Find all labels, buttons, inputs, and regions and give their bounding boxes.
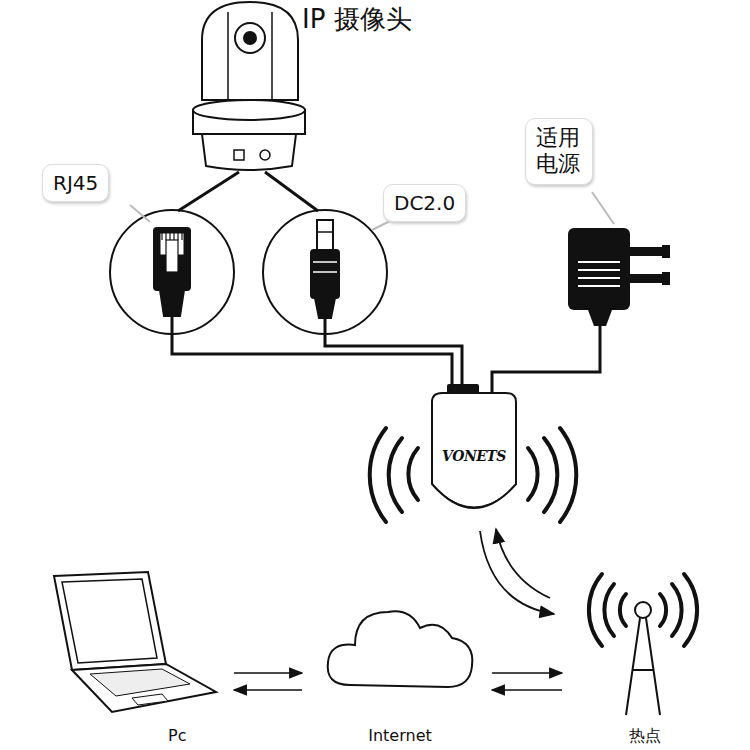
drawing-g xyxy=(589,574,697,646)
drawing-path xyxy=(265,172,462,392)
internet-cloud: Internet xyxy=(320,590,480,750)
drawing-path xyxy=(160,290,184,316)
drawing-line xyxy=(324,318,327,334)
drawing-circle xyxy=(235,23,265,53)
drawing-path xyxy=(202,134,296,170)
drawing-path xyxy=(62,579,157,663)
drawing-line xyxy=(313,271,337,273)
drawing-path xyxy=(588,310,612,326)
laptop: Pc xyxy=(50,570,222,750)
hotspot-tower-outline xyxy=(580,570,710,750)
drawing-rect xyxy=(662,272,670,285)
hotspot-tower: 热点 xyxy=(580,570,710,750)
drawing-line xyxy=(181,233,182,240)
callout-bubble: RJ45 xyxy=(42,164,109,202)
drawing-line xyxy=(313,261,337,263)
drawing-line xyxy=(578,277,620,279)
drawing-path xyxy=(315,298,335,318)
drawing-path xyxy=(54,572,166,670)
drawing-path xyxy=(389,438,402,512)
drawing-g xyxy=(578,262,620,286)
drawing-path xyxy=(660,594,666,626)
drawing-path xyxy=(684,574,697,646)
drawing-rect xyxy=(234,150,244,160)
node-label: DC2.0 xyxy=(394,191,455,215)
drawing-path xyxy=(328,611,473,687)
connector xyxy=(480,529,554,614)
drawing-line xyxy=(177,233,178,240)
drawing-line xyxy=(234,689,302,691)
drawing-rect xyxy=(568,228,630,310)
drawing-path xyxy=(544,438,557,512)
drawing-path xyxy=(620,594,626,626)
drawing-path xyxy=(72,664,216,712)
node-label: 适用 电源 xyxy=(536,125,582,178)
drawing-path xyxy=(130,205,150,222)
drawing-line xyxy=(271,12,273,100)
drawing-rect xyxy=(662,245,670,258)
drawing-path xyxy=(560,428,576,522)
drawing-circle xyxy=(243,31,257,45)
drawing-line xyxy=(161,233,162,240)
connector xyxy=(492,673,562,690)
node-label: RJ45 xyxy=(53,171,98,195)
drawing-line xyxy=(234,672,302,674)
drawing-path xyxy=(132,694,168,705)
drawing-path xyxy=(90,669,190,696)
ip-camera: IP 摄像头 xyxy=(190,0,462,172)
callout-bubble: DC2.0 xyxy=(383,184,466,222)
drawing-path xyxy=(370,428,386,522)
node-label: 热点 xyxy=(580,726,710,747)
drawing-circle xyxy=(260,150,270,160)
drawing-path xyxy=(672,584,682,636)
drawing-ellipse xyxy=(193,100,305,120)
drawing-line xyxy=(227,12,229,100)
drawing-line xyxy=(169,233,170,240)
drawing-rect xyxy=(317,220,333,250)
callout-bubble: 适用 电源 xyxy=(525,118,593,185)
drawing-line xyxy=(173,233,174,240)
drawing-rect xyxy=(311,250,339,298)
drawing-path xyxy=(592,192,614,224)
drawing-rect xyxy=(154,228,190,290)
drawing-path xyxy=(408,448,418,500)
drawing-line xyxy=(578,261,620,263)
rj45-zoom xyxy=(110,210,234,334)
drawing-path xyxy=(496,529,550,598)
drawing-circle xyxy=(263,210,387,334)
node-label: IP 摄像头 xyxy=(302,2,412,37)
drawing-path xyxy=(589,574,602,646)
connector xyxy=(234,673,302,690)
drawing-line xyxy=(171,316,174,334)
drawing-line xyxy=(578,269,620,271)
dc-plug-zoom xyxy=(263,210,387,334)
connector xyxy=(265,172,462,392)
drawing-rect xyxy=(166,240,178,272)
drawing-circle xyxy=(110,210,234,334)
drawing-path xyxy=(604,584,614,636)
drawing-line xyxy=(317,231,333,233)
drawing-line xyxy=(492,689,562,691)
brand-logo: VONETS xyxy=(428,448,520,464)
drawing-g xyxy=(162,233,182,240)
laptop-outline xyxy=(50,570,222,750)
drawing-path xyxy=(202,2,298,100)
drawing-path xyxy=(492,326,600,392)
callout-tail xyxy=(130,192,614,230)
drawing-line xyxy=(578,285,620,287)
node-label: Internet xyxy=(320,726,480,745)
drawing-path xyxy=(528,448,538,500)
wifi-bridge: VONETS xyxy=(428,392,520,517)
drawing-circle xyxy=(635,602,651,618)
node-label: Pc xyxy=(168,726,186,745)
drawing-line xyxy=(492,672,562,674)
drawing-path xyxy=(442,494,506,507)
drawing-path xyxy=(626,618,660,715)
power-adapter xyxy=(492,228,670,392)
drawing-line xyxy=(165,233,166,240)
